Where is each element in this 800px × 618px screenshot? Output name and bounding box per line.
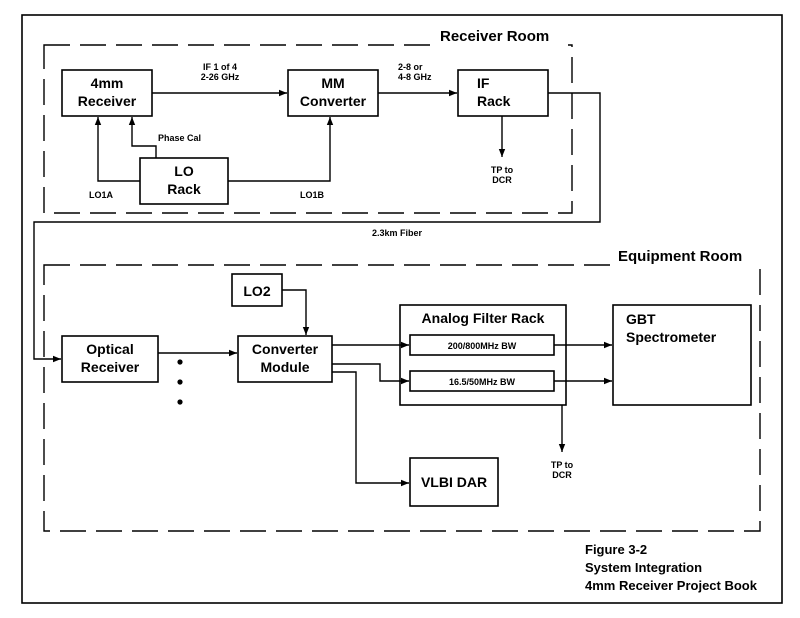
gbt-spectrometer-block: GBT Spectrometer [612, 304, 752, 406]
if-rack-block: IF Rack [457, 69, 549, 117]
if-band-label-2: 2-26 GHz [201, 72, 240, 82]
lo2-label: LO2 [243, 283, 270, 299]
tp-dcr-bottom-label-2: DCR [552, 470, 572, 480]
vlbi-dar-label: VLBI DAR [421, 474, 487, 490]
outer-frame [21, 14, 783, 604]
filter-narrow-label: 16.5/50MHz BW [449, 377, 516, 387]
phase-cal-label: Phase Cal [158, 133, 201, 143]
converter-module-block: Converter Module [237, 335, 333, 383]
fiber-label: 2.3km Fiber [372, 228, 423, 238]
vlbi-dar-block: VLBI DAR [409, 457, 499, 507]
ellipsis-dot [177, 359, 183, 365]
filter-wide-label: 200/800MHz BW [448, 341, 517, 351]
gbt-spectrometer-label-1: GBT [626, 311, 656, 327]
lo-rack-label-1: LO [174, 163, 194, 179]
ellipsis-dot [177, 379, 183, 385]
ellipsis-dot [177, 399, 183, 405]
lo-rack-label-2: Rack [167, 181, 201, 197]
caption-source: 4mm Receiver Project Book [585, 578, 758, 593]
mm-converter-label-1: MM [321, 75, 344, 91]
receiver-4mm-label-2: Receiver [78, 93, 137, 109]
receiver-4mm-block: 4mm Receiver [61, 69, 153, 117]
receiver-room-label-bg [432, 25, 568, 49]
if-rack-label-2: Rack [477, 93, 511, 109]
mm-out-label-1: 2-8 or [398, 62, 423, 72]
to-vlbi-arrow [332, 371, 409, 487]
mm-converter-label-2: Converter [300, 93, 367, 109]
receiver-4mm-label-1: 4mm [91, 75, 124, 91]
analog-filter-rack-label: Analog Filter Rack [422, 310, 545, 326]
if-band-label-1: IF 1 of 4 [203, 62, 237, 72]
lo1a-arrow [94, 117, 140, 182]
analog-filter-rack-block: Analog Filter Rack 200/800MHz BW 16.5/50… [399, 304, 567, 406]
tp-dcr-top-label-1: TP to [491, 165, 514, 175]
lo1b-arrow [228, 117, 334, 182]
lo2-arrow [282, 289, 310, 335]
gbt-spectrometer-label-2: Spectrometer [626, 329, 717, 345]
mm-converter-block: MM Converter [287, 69, 379, 117]
caption-title: System Integration [585, 560, 702, 575]
lo-rack-block: LO Rack [139, 157, 229, 205]
equipment-room-label-bg [610, 245, 760, 269]
equipment-room-label: Equipment Room [618, 248, 742, 265]
lo1b-label: LO1B [300, 190, 325, 200]
tp-dcr-bottom-label-1: TP to [551, 460, 574, 470]
equipment-room-boundary [43, 264, 761, 532]
optical-receiver-block: Optical Receiver [61, 335, 159, 383]
converter-module-label-2: Module [261, 359, 310, 375]
lo2-block: LO2 [231, 273, 283, 307]
receiver-room-label: Receiver Room [440, 28, 549, 45]
to-narrow-filter-arrow [332, 363, 409, 385]
fiber-link [33, 92, 601, 363]
caption-figure: Figure 3-2 [585, 542, 647, 557]
if-rack-label-1: IF [477, 75, 490, 91]
optical-receiver-label-2: Receiver [81, 359, 140, 375]
receiver-room-boundary [43, 44, 573, 214]
tp-dcr-top-label-2: DCR [492, 175, 512, 185]
lo1a-label: LO1A [89, 190, 114, 200]
optical-receiver-label-1: Optical [86, 341, 133, 357]
converter-module-label-1: Converter [252, 341, 319, 357]
phase-cal-arrow [128, 117, 157, 158]
mm-out-label-2: 4-8 GHz [398, 72, 432, 82]
